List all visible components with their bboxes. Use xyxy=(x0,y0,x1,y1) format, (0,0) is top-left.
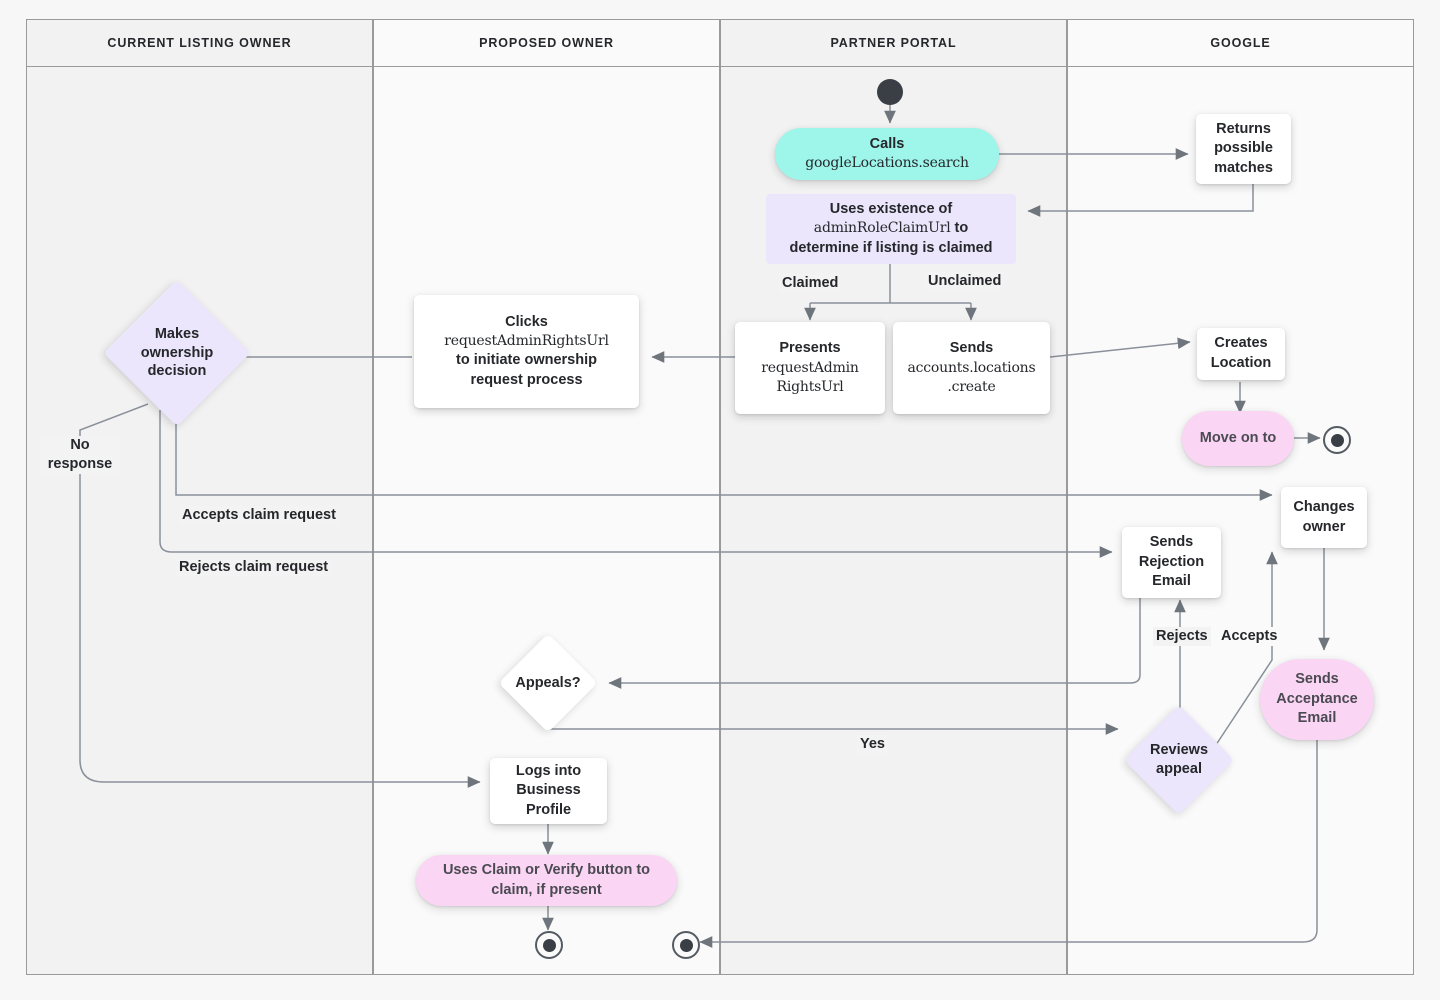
node-line-1: Clicks xyxy=(505,313,548,330)
node-line-2: requestAdminRightsUrl xyxy=(444,333,609,350)
lane-body-proposed-owner xyxy=(373,67,720,975)
edge-label-line-2: response xyxy=(47,455,113,472)
node-line-3: RightsUrl xyxy=(776,378,844,395)
node-returns-possible-matches[interactable]: Returns possible matches xyxy=(1196,114,1291,184)
node-presents-request-admin-rights-url[interactable]: Presents requestAdmin RightsUrl xyxy=(735,322,885,414)
node-line-3: determine if listing is claimed xyxy=(789,239,993,256)
node-line-1: Logs into xyxy=(515,762,582,779)
node-line-2: Business xyxy=(516,782,581,799)
lane-header-partner-portal: PARTNER PORTAL xyxy=(720,19,1067,67)
node-line-3: matches xyxy=(1214,159,1273,176)
node-clicks-request-admin-rights-url[interactable]: Clicks requestAdminRightsUrl to initiate… xyxy=(414,295,639,408)
node-uses-claim-or-verify-button[interactable]: Uses Claim or Verify button to claim, if… xyxy=(416,855,677,906)
node-line-2: Location xyxy=(1210,355,1272,371)
edge-label-accepts-claim-request: Accepts claim request xyxy=(179,506,339,525)
node-line-1: Uses Claim or Verify button to xyxy=(442,861,651,878)
node-line-2: owner xyxy=(1302,518,1346,535)
edge-label-claimed: Claimed xyxy=(779,274,842,293)
node-line-4: request process xyxy=(470,371,583,388)
node-line-1: Appeals? xyxy=(515,674,581,691)
node-sends-rejection-email[interactable]: Sends Rejection Email xyxy=(1122,527,1221,598)
diamond-label: Appeals? xyxy=(515,674,580,693)
edge-label-line-1: No xyxy=(70,437,90,453)
lane-title: PARTNER PORTAL xyxy=(830,36,957,50)
node-line-3: .create xyxy=(947,378,996,395)
node-move-on-to[interactable]: Move on to xyxy=(1182,411,1294,466)
node-line-1: Creates xyxy=(1214,335,1268,352)
node-line-1: Sends xyxy=(1295,671,1339,688)
edge-label-rejects: Rejects xyxy=(1153,627,1211,646)
node-changes-owner[interactable]: Changes owner xyxy=(1281,487,1367,548)
node-line-2: appeal xyxy=(1156,761,1202,777)
node-line-2: googleLocations.search xyxy=(805,155,969,172)
lane-header-proposed-owner: PROPOSED OWNER xyxy=(373,19,720,67)
node-line-2: requestAdmin xyxy=(761,359,859,376)
edge-label-no-response: No response xyxy=(41,436,119,474)
node-line-2: Acceptance xyxy=(1276,690,1358,707)
lane-title: GOOGLE xyxy=(1210,36,1271,50)
edge-label-unclaimed: Unclaimed xyxy=(925,272,1005,291)
node-line-3: decision xyxy=(147,363,207,380)
node-sends-accounts-locations-create[interactable]: Sends accounts.locations .create xyxy=(893,322,1050,414)
end-node-inner-dot xyxy=(679,938,693,952)
node-line-1: Move on to xyxy=(1199,429,1277,446)
diamond-label: Makes ownership decision xyxy=(125,325,229,382)
node-line-2: adminRoleClaimUrl to xyxy=(814,219,968,239)
node-logs-into-business-profile[interactable]: Logs into Business Profile xyxy=(490,758,607,824)
node-line-1: Sends xyxy=(949,340,994,357)
node-line-1: Changes xyxy=(1293,498,1355,515)
lane-title: CURRENT LISTING OWNER xyxy=(107,36,292,50)
node-creates-location[interactable]: Creates Location xyxy=(1197,328,1285,380)
lane-header-google: GOOGLE xyxy=(1067,19,1414,67)
node-line-3: Email xyxy=(1152,573,1191,590)
node-line-2: accounts.locations xyxy=(907,359,1036,376)
start-node-partner-portal xyxy=(877,79,903,105)
node-line-3: Email xyxy=(1297,710,1337,727)
node-line-1: Returns xyxy=(1216,120,1271,137)
edge-label-accepts: Accepts xyxy=(1218,627,1281,646)
end-node-google xyxy=(1323,426,1351,454)
node-makes-ownership-decision[interactable]: Makes ownership decision xyxy=(103,279,251,427)
node-calls-google-locations-search[interactable]: Calls googleLocations.search xyxy=(775,128,999,180)
node-uses-existence-admin-role-claim-url[interactable]: Uses existence of adminRoleClaimUrl to d… xyxy=(766,194,1016,264)
node-line-1: Sends xyxy=(1149,534,1194,551)
node-line-2-tail: to xyxy=(950,220,969,237)
lane-title: PROPOSED OWNER xyxy=(479,36,614,50)
end-node-proposed-owner xyxy=(535,931,563,959)
node-line-1: Makes xyxy=(154,325,200,342)
node-sends-acceptance-email[interactable]: Sends Acceptance Email xyxy=(1260,659,1374,740)
node-reviews-appeal[interactable]: Reviews appeal xyxy=(1123,704,1235,816)
node-line-1: Uses existence of xyxy=(829,200,953,217)
end-node-inner-dot xyxy=(1330,433,1344,447)
diamond-label: Reviews appeal xyxy=(1126,741,1232,779)
lane-header-current-listing-owner: CURRENT LISTING OWNER xyxy=(26,19,373,67)
edge-label-yes: Yes xyxy=(857,735,888,754)
node-line-3: to initiate ownership xyxy=(456,352,597,369)
node-line-2: ownership xyxy=(140,344,214,361)
node-line-3: Profile xyxy=(525,801,572,818)
node-line-2: possible xyxy=(1214,140,1273,157)
node-appeals-decision[interactable]: Appeals? xyxy=(498,633,598,733)
code-admin-role-claim-url: adminRoleClaimUrl xyxy=(813,220,951,237)
node-line-2: Rejection xyxy=(1138,553,1205,570)
end-node-inner-dot xyxy=(542,938,556,952)
node-line-1: Calls xyxy=(869,135,905,152)
edge-label-rejects-claim-request: Rejects claim request xyxy=(176,558,332,577)
node-line-1: Presents xyxy=(779,340,841,357)
end-node-partner-portal xyxy=(672,931,700,959)
node-line-1: Reviews xyxy=(1149,742,1209,759)
node-line-2: claim, if present xyxy=(491,881,602,898)
